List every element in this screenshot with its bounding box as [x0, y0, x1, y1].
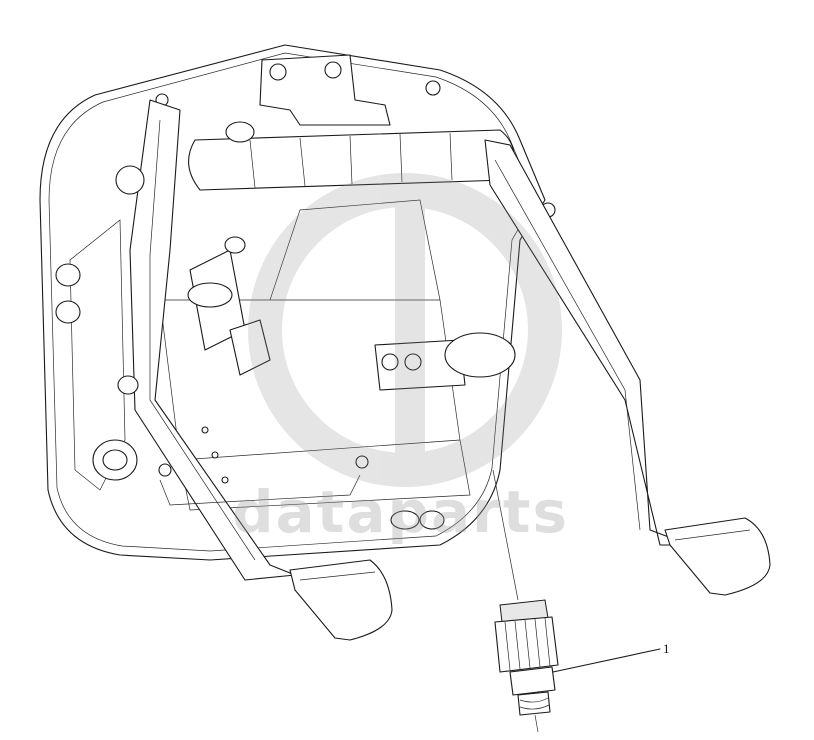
callout-1-label: 1 [663, 641, 670, 656]
clutch-pedal-pad [664, 517, 771, 596]
watermark-text: dataparts [232, 478, 570, 546]
clutch-pedal-switch [494, 599, 559, 733]
switch-position-leader [492, 469, 519, 601]
watermark-logo [248, 173, 562, 487]
pedal-shaft [188, 121, 515, 191]
lower-fixtures [55, 263, 445, 530]
brake-pedal-pad [289, 559, 393, 641]
top-bracket [155, 54, 556, 218]
mounting-plate [39, 44, 546, 561]
callout-1-leader [552, 648, 661, 673]
brake-pedal-arm [115, 99, 296, 581]
pushrod-assembly [187, 236, 271, 376]
clutch-mount [374, 332, 516, 391]
